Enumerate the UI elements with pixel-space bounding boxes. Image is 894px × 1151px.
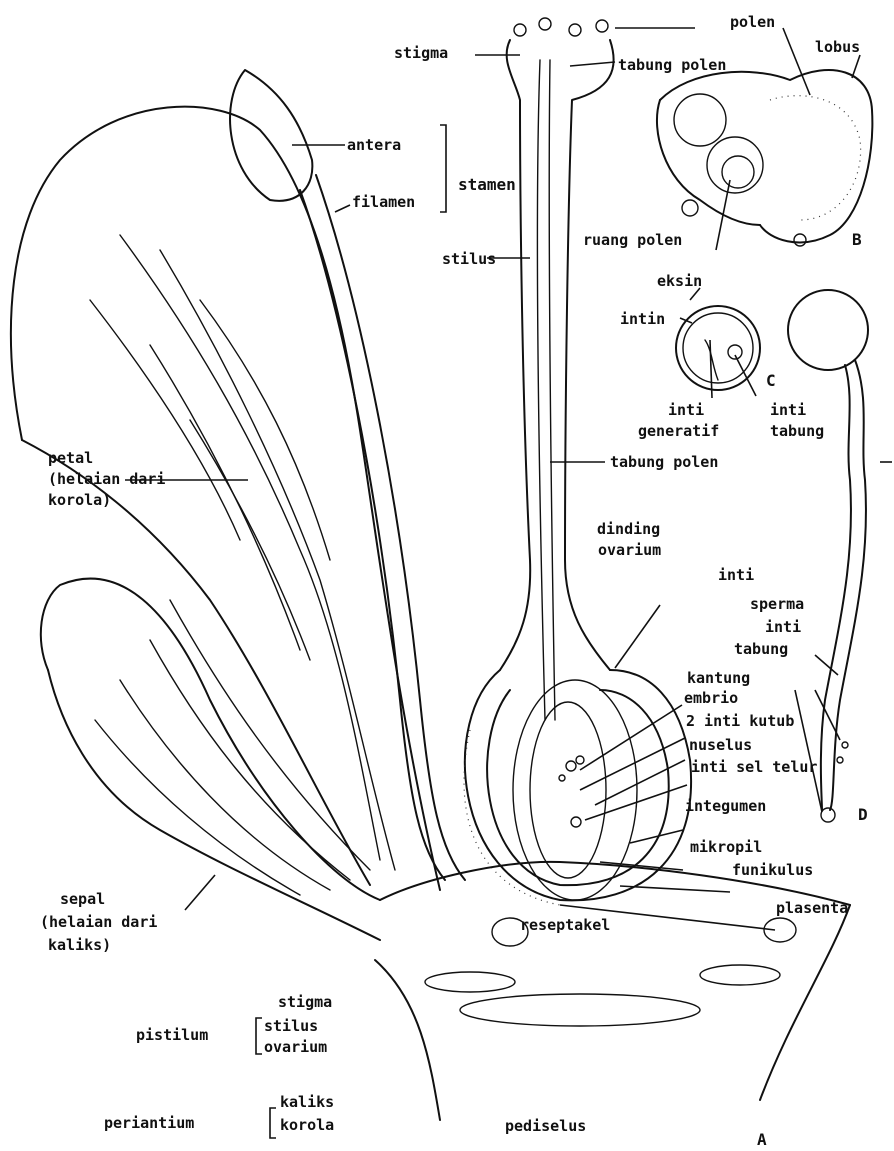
label-stigma: stigma — [394, 44, 448, 62]
label-ruang-polen: ruang polen — [583, 231, 682, 249]
label-inti-generatif-2: generatif — [638, 422, 719, 440]
label-stilus: stilus — [442, 250, 496, 268]
legend-ovarium: ovarium — [264, 1038, 327, 1056]
germinating-pollen — [788, 290, 868, 822]
label-plasenta: plasenta — [776, 899, 848, 917]
legend-periantium: periantium — [104, 1114, 194, 1132]
label-sepal-desc-1: (helaian dari — [40, 913, 157, 931]
label-stamen: stamen — [458, 175, 516, 194]
label-figure-d: D — [858, 805, 868, 824]
legend-korola: korola — [280, 1116, 334, 1134]
label-figure-c: C — [766, 371, 776, 390]
label-figure-a: A — [757, 1130, 767, 1149]
legend-stigma: stigma — [278, 993, 332, 1011]
label-dinding: dinding — [597, 520, 660, 538]
label-inti-tabung-d-2: tabung — [734, 640, 788, 658]
label-pediselus: pediselus — [505, 1117, 586, 1135]
label-lobus: lobus — [815, 38, 860, 56]
label-inti-tabung-2: tabung — [770, 422, 824, 440]
legend-pistilum: pistilum — [136, 1026, 208, 1044]
label-inti-sperma-2: sperma — [750, 595, 804, 613]
label-inti-sperma-1: inti — [718, 566, 754, 584]
pollen-grain — [676, 306, 760, 390]
label-inti-tabung-d-1: inti — [765, 618, 801, 636]
label-inti-generatif-1: inti — [668, 401, 704, 419]
label-intin: intin — [620, 310, 665, 328]
label-nuselus: nuselus — [689, 736, 752, 754]
label-funikulus: funikulus — [732, 861, 813, 879]
anther-cross-section — [657, 70, 872, 246]
stamen-shape — [230, 70, 465, 880]
labels: stigma tabung polen polen lobus antera s… — [40, 13, 868, 1149]
label-petal: petal — [48, 449, 93, 467]
label-ovarium-wall: ovarium — [598, 541, 661, 559]
label-inti-sel-telur: inti sel telur — [691, 758, 817, 776]
label-filamen: filamen — [352, 193, 415, 211]
label-mikropil: mikropil — [690, 838, 762, 856]
label-integumen: integumen — [685, 797, 766, 815]
label-embrio: embrio — [684, 689, 738, 707]
label-tabung-polen-mid: tabung polen — [610, 453, 718, 471]
label-inti-kutub: 2 inti kutub — [686, 712, 794, 730]
label-inti-tabung-1: inti — [770, 401, 806, 419]
label-eksin: eksin — [657, 272, 702, 290]
label-petal-desc-2: korola) — [48, 491, 111, 509]
label-kantung: kantung — [687, 669, 750, 687]
label-sepal: sepal — [60, 890, 105, 908]
legend-kaliks: kaliks — [280, 1093, 334, 1111]
label-petal-desc-1: (helaian dari — [48, 470, 165, 488]
label-tabung-polen-top: tabung polen — [618, 56, 726, 74]
legend-stilus: stilus — [264, 1017, 318, 1035]
label-sepal-desc-2: kaliks) — [48, 936, 111, 954]
label-antera: antera — [347, 136, 401, 154]
label-figure-b: B — [852, 230, 862, 249]
label-polen: polen — [730, 13, 775, 31]
label-reseptakel: reseptakel — [520, 916, 610, 934]
